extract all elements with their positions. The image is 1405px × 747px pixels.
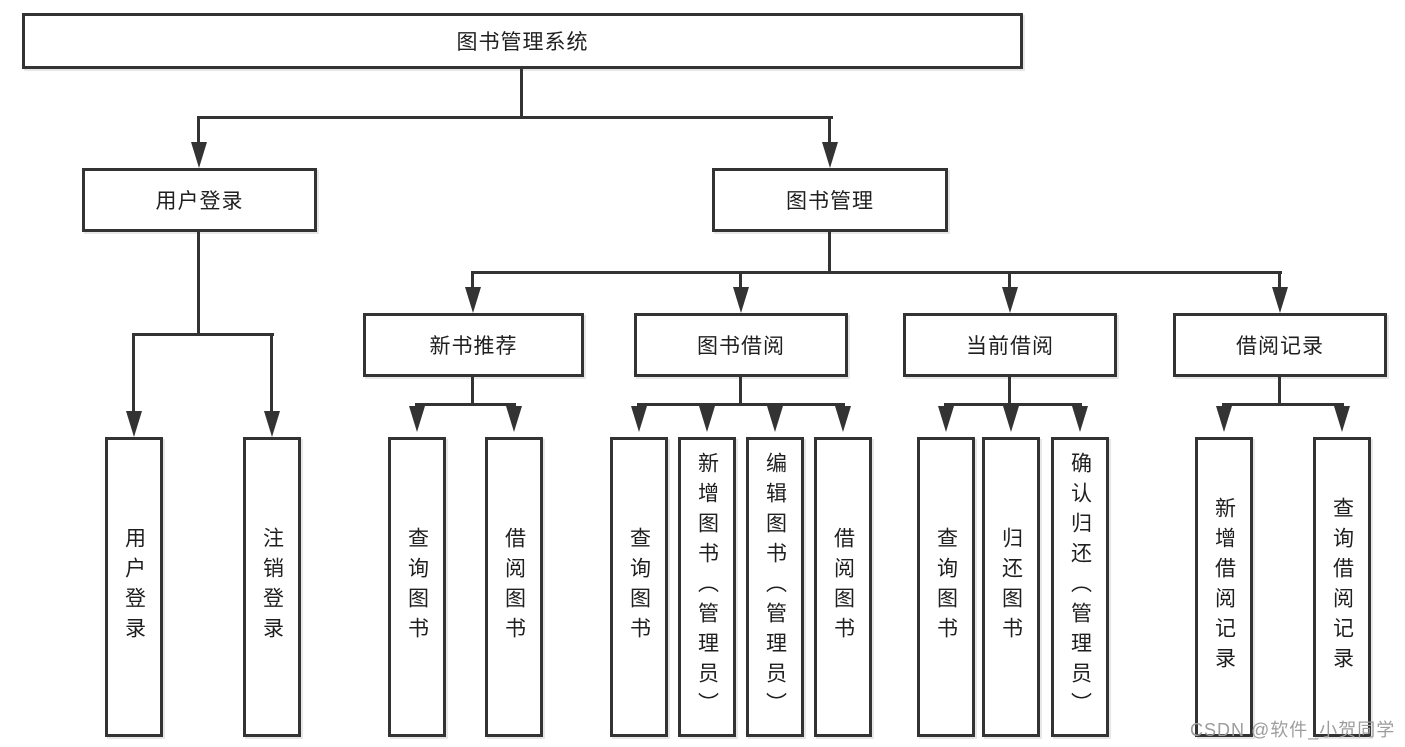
leaf-recommend-query-book: 查询图书	[388, 437, 446, 737]
leaf-current-return-book: 归还图书	[982, 437, 1040, 737]
node-label: 借阅记录	[1236, 335, 1324, 358]
node-root-label: 图书管理系统	[456, 31, 589, 54]
arrowhead-down	[1216, 406, 1232, 432]
node-label: 用户登录	[155, 190, 244, 213]
connector-line	[1008, 377, 1011, 406]
leaf-label: 查询图书	[405, 527, 429, 647]
leaf-label: 借阅图书	[502, 527, 526, 647]
connector-line	[1008, 271, 1011, 291]
leaf-label: 查询借阅记录	[1330, 497, 1354, 677]
arrowhead-down	[409, 406, 425, 432]
leaf-borrow-query-book: 查询图书	[610, 437, 668, 737]
connector-line	[520, 69, 523, 119]
leaf-current-confirm-return-admin: 确认归还（管理员）	[1051, 437, 1109, 737]
node-root: 图书管理系统	[22, 13, 1023, 69]
leaf-label: 注销登录	[260, 527, 284, 647]
node-borrow-record: 借阅记录	[1173, 313, 1387, 377]
connector-line	[132, 333, 135, 415]
connector-line	[270, 333, 273, 415]
leaf-label: 查询图书	[934, 527, 958, 647]
leaf-recommend-borrow-book: 借阅图书	[485, 437, 543, 737]
node-book-borrow: 图书借阅	[634, 313, 848, 377]
leaf-label: 借阅图书	[831, 527, 855, 647]
connector-line	[132, 333, 274, 336]
leaf-label: 确认归还（管理员）	[1068, 452, 1092, 722]
node-new-book-recommend: 新书推荐	[363, 313, 584, 377]
connector-line	[471, 271, 474, 291]
arrowhead-down	[767, 406, 783, 432]
connector-line	[471, 377, 474, 406]
arrowhead-down	[1272, 287, 1288, 313]
connector-line	[739, 271, 742, 291]
leaf-record-add-record: 新增借阅记录	[1195, 437, 1253, 737]
watermark-text: CSDN @软件_小贺同学	[1190, 720, 1396, 740]
node-label: 新书推荐	[429, 335, 518, 358]
arrowhead-down	[1334, 406, 1350, 432]
leaf-label: 编辑图书（管理员）	[763, 452, 787, 722]
arrowhead-down	[699, 406, 715, 432]
arrowhead-down	[822, 142, 838, 168]
arrowhead-down	[264, 411, 280, 437]
leaf-logout: 注销登录	[243, 437, 301, 737]
node-label: 当前借阅	[966, 335, 1054, 358]
leaf-record-query-record: 查询借阅记录	[1313, 437, 1371, 737]
node-user-login: 用户登录	[82, 168, 317, 232]
connector-line	[828, 232, 831, 274]
connector-line	[471, 271, 1282, 274]
arrowhead-down	[1072, 406, 1088, 432]
connector-line	[1278, 271, 1281, 291]
leaf-label: 新增图书（管理员）	[695, 452, 719, 722]
arrowhead-down	[191, 142, 207, 168]
arrowhead-down	[835, 406, 851, 432]
node-book-management: 图书管理	[712, 168, 948, 232]
connector-line	[197, 116, 833, 119]
node-label: 图书管理	[786, 190, 874, 213]
connector-line	[739, 377, 742, 406]
leaf-user-login: 用户登录	[105, 437, 163, 737]
connector-line	[197, 116, 200, 148]
connector-line	[1278, 377, 1281, 406]
leaf-borrow-borrow-book: 借阅图书	[814, 437, 872, 737]
connector-line	[944, 403, 1082, 406]
arrowhead-down	[1002, 287, 1018, 313]
connector-line	[1222, 403, 1344, 406]
connector-line	[828, 116, 831, 148]
arrowhead-down	[733, 287, 749, 313]
arrowhead-down	[465, 287, 481, 313]
leaf-borrow-edit-book-admin: 编辑图书（管理员）	[746, 437, 804, 737]
leaf-label: 查询图书	[627, 527, 651, 647]
connector-line	[637, 403, 845, 406]
leaf-label: 新增借阅记录	[1212, 497, 1236, 677]
leaf-label: 用户登录	[122, 527, 146, 647]
leaf-current-query-book: 查询图书	[917, 437, 975, 737]
leaf-label: 归还图书	[999, 527, 1023, 647]
arrowhead-down	[938, 406, 954, 432]
arrowhead-down	[631, 406, 647, 432]
arrowhead-down	[506, 406, 522, 432]
connector-line	[415, 403, 516, 406]
leaf-borrow-add-book-admin: 新增图书（管理员）	[678, 437, 736, 737]
node-label: 图书借阅	[697, 335, 785, 358]
connector-line	[197, 232, 200, 336]
arrowhead-down	[126, 411, 142, 437]
arrowhead-down	[1003, 406, 1019, 432]
node-current-borrow: 当前借阅	[903, 313, 1117, 377]
